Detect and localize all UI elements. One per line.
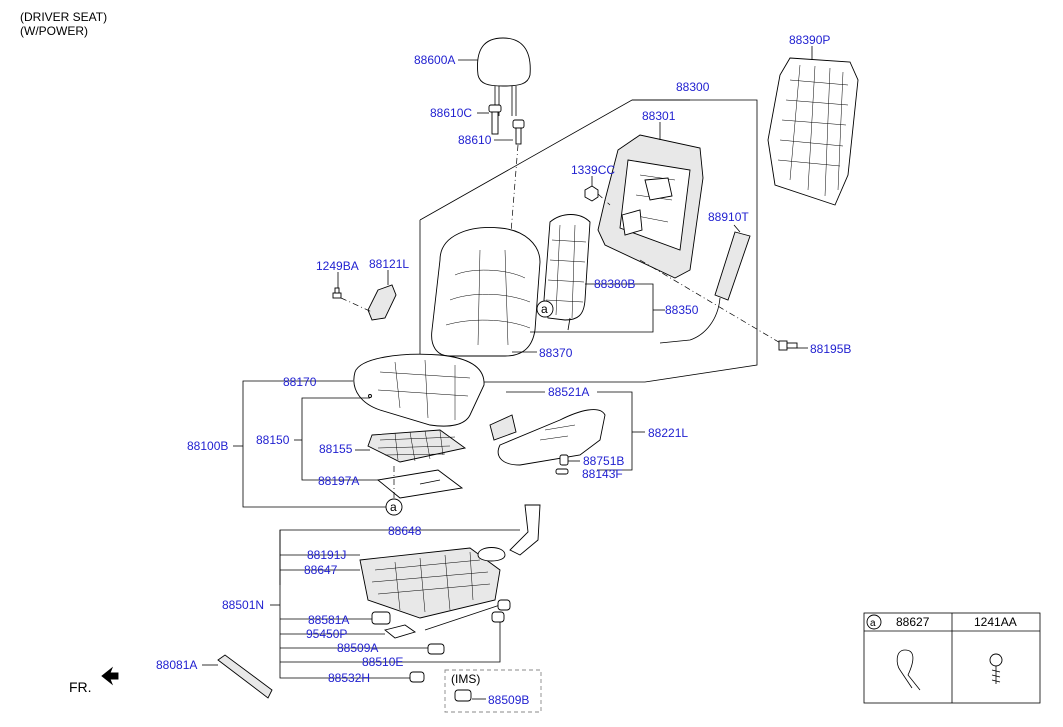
bracket-88150 (301, 397, 378, 481)
bracket-88121L (367, 284, 397, 321)
bracket-88501N (279, 530, 410, 679)
ims-box (444, 669, 542, 713)
callout-a-upper (536, 300, 554, 318)
part-label-88100B[interactable]: 88100B (187, 439, 228, 453)
part-label-88648[interactable]: 88648 (388, 524, 422, 538)
knob-88751B (559, 454, 569, 466)
part-label-88197A[interactable]: 88197A (318, 474, 359, 488)
part-label-88647[interactable]: 88647 (304, 563, 338, 577)
side-airbag-88910T (659, 231, 751, 344)
part-label-88600A[interactable]: 88600A (414, 53, 455, 67)
leader-88510E (280, 622, 501, 663)
callout-a-lower-label: a (390, 500, 397, 514)
module-95450P (384, 624, 417, 639)
front-label: FR. (69, 679, 92, 695)
actuator-side-right (491, 599, 511, 623)
part-label-88501N[interactable]: 88501N (222, 598, 264, 612)
part-label-88081A[interactable]: 88081A (156, 658, 197, 672)
part-label-88150[interactable]: 88150 (256, 433, 290, 447)
part-label-88581A[interactable]: 88581A (308, 613, 349, 627)
part-label-88509A[interactable]: 88509A (337, 641, 378, 655)
bolt-88195B (778, 340, 798, 351)
cushion-marker (368, 394, 372, 398)
leader-88380B-88350 (530, 283, 654, 333)
seat-track-frame (359, 547, 506, 631)
part-label-1339CC[interactable]: 1339CC (571, 163, 615, 177)
part-label-88301[interactable]: 88301 (642, 109, 676, 123)
back-frame-88301 (597, 134, 704, 279)
seat-note-line2: (W/POWER) (20, 24, 88, 38)
centerline-1249BA (340, 297, 373, 313)
part-label-88370[interactable]: 88370 (539, 346, 573, 360)
part-label-88380B[interactable]: 88380B (594, 277, 635, 291)
bracket-88221L (597, 391, 633, 471)
legend-col1-label: 88627 (896, 615, 930, 629)
motor-88581A (371, 611, 391, 625)
part-label-88532H[interactable]: 88532H (328, 671, 370, 685)
seat-note-line1: (DRIVER SEAT) (20, 10, 108, 24)
legend-col2-label: 1241AA (974, 615, 1017, 629)
legend-table (863, 612, 1041, 704)
part-label-88610C[interactable]: 88610C (430, 106, 472, 120)
callout-a-upper-label: a (541, 302, 548, 316)
bracket-88100B (242, 380, 386, 508)
back-pad-88380B (543, 214, 591, 331)
wire-clip-88627-icon (896, 649, 913, 689)
part-label-1249BA[interactable]: 1249BA (316, 259, 359, 273)
part-label-88350[interactable]: 88350 (665, 303, 699, 317)
front-arrow-icon (101, 666, 119, 686)
part-label-95450P[interactable]: 95450P (306, 627, 347, 641)
back-cover-88370 (431, 227, 541, 357)
part-label-88521A[interactable]: 88521A (548, 385, 589, 399)
guide-88610C (488, 104, 502, 135)
screw-1241AA-icon (989, 653, 1003, 684)
centerline-headrest (509, 144, 519, 246)
headrest-88600A (477, 37, 531, 116)
cable-88648 (509, 504, 541, 556)
part-label-88170[interactable]: 88170 (283, 375, 317, 389)
actuator-88532H (409, 671, 425, 683)
centerline-88195B (639, 259, 783, 345)
legend-circle-label: a (870, 618, 876, 629)
leader-88910T (733, 224, 741, 233)
part-label-88195B[interactable]: 88195B (810, 342, 851, 356)
part-label-88610[interactable]: 88610 (458, 133, 492, 147)
actuator-88509A (427, 643, 445, 655)
centerline-1339CC (597, 193, 611, 206)
bolt-1249BA (332, 287, 342, 299)
cushion-pad-88197A (376, 469, 464, 499)
seat-variant-note: (DRIVER SEAT) (W/POWER) (20, 10, 107, 38)
cushion-frame-88155 (367, 429, 467, 463)
part-label-88509B[interactable]: 88509B (488, 693, 529, 707)
part-label-88221L[interactable]: 88221L (648, 426, 688, 440)
back-board-88390P (767, 57, 859, 206)
trim-88081A (217, 654, 273, 699)
part-label-88910T[interactable]: 88910T (708, 210, 749, 224)
part-label-88155[interactable]: 88155 (319, 442, 353, 456)
cushion-cover-88170 (353, 353, 485, 427)
part-label-88390P[interactable]: 88390P (789, 33, 830, 47)
part-label-88143F[interactable]: 88143F (582, 467, 623, 481)
part-label-88191J[interactable]: 88191J (307, 548, 346, 562)
side-shield-88221L (489, 409, 606, 466)
part-label-88751B[interactable]: 88751B (583, 454, 624, 468)
nut-1339CC (584, 185, 599, 202)
actuator-88509B (454, 689, 472, 702)
part-label-88300[interactable]: 88300 (676, 80, 710, 94)
knob-88143F (555, 468, 569, 475)
part-label-88121L[interactable]: 88121L (369, 257, 409, 271)
part-label-88510E[interactable]: 88510E (362, 655, 403, 669)
ims-label: (IMS) (451, 672, 480, 686)
guide-88610 (512, 119, 525, 145)
